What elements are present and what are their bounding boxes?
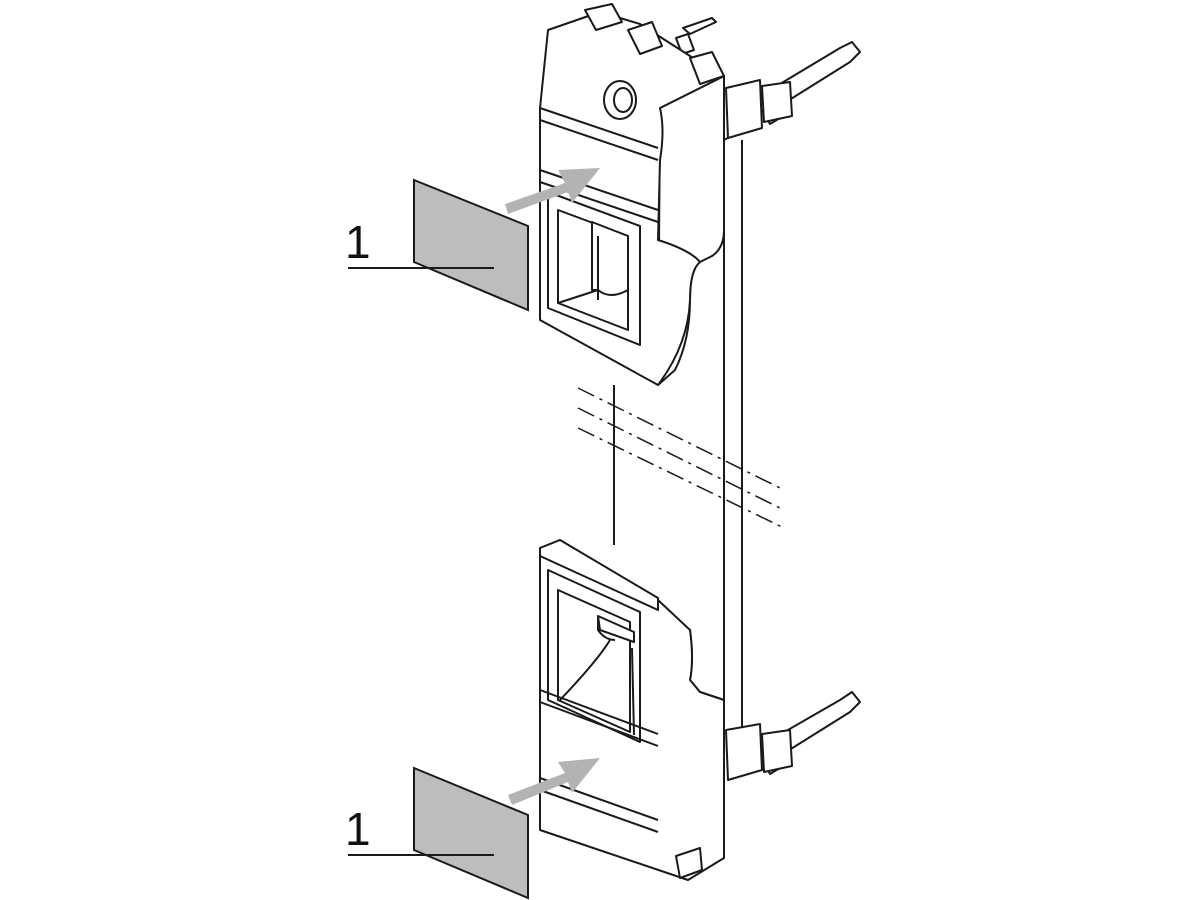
lower-pins [725, 691, 861, 781]
lower-module [539, 539, 861, 881]
lower-insert-arrow [508, 758, 600, 805]
upper-insert-arrow [505, 168, 600, 214]
frame-rail [613, 129, 743, 750]
upper-pins [725, 41, 861, 139]
upper-module [539, 3, 861, 386]
upper-label-strip [413, 178, 529, 312]
break-lines [577, 387, 785, 529]
upper-top-pin [675, 17, 717, 55]
lower-callout-number: 1 [345, 803, 371, 855]
lower-label-strip [413, 766, 529, 900]
upper-callout-number: 1 [345, 216, 371, 268]
